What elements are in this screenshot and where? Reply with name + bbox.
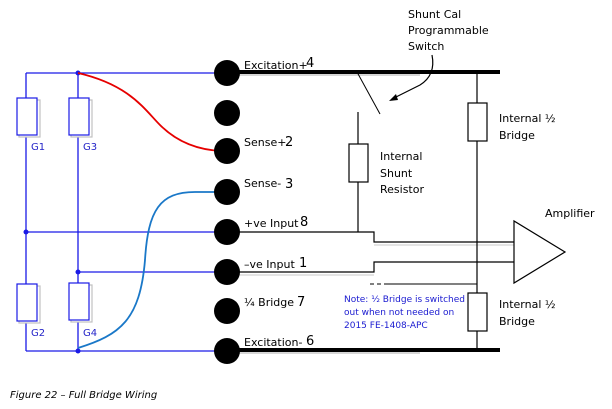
internal-shunt-resistor — [348, 143, 369, 183]
pin-number: 2 — [285, 135, 293, 150]
half-bridge-bottom-label: Internal ½ — [499, 298, 556, 311]
gauge-resistors — [16, 97, 93, 324]
gauge-label-g1: G1 — [31, 142, 45, 153]
pin-sense-minus — [214, 179, 240, 205]
half-bridge-bottom-label: Bridge — [499, 315, 535, 328]
switch-pointer-arrow — [391, 54, 434, 100]
pin-unused — [214, 100, 240, 126]
pin-plus-input — [214, 219, 240, 245]
shunt-resistor-label: Internal — [380, 150, 422, 163]
gauge-g1 — [16, 97, 38, 136]
gauge-g3 — [68, 97, 90, 136]
pin-label: +ve Input — [244, 217, 299, 230]
figure-caption: Figure 22 – Full Bridge Wiring — [10, 390, 157, 401]
shunt-switch-label: Shunt Cal — [408, 8, 461, 21]
pin-excitation-minus — [214, 338, 240, 364]
internal-half-bridge-bottom-resistor — [467, 292, 488, 332]
pin-label: Excitation- — [244, 336, 302, 349]
note-line: Note: ½ Bridge is switched — [344, 295, 465, 305]
connector-pins — [214, 60, 240, 364]
pin-label: Sense- — [244, 177, 281, 190]
pin-label: –ve Input — [244, 258, 295, 271]
pin-number: 1 — [299, 256, 307, 271]
junction-dot — [75, 269, 81, 275]
gauge-label-g4: G4 — [83, 328, 97, 339]
minus-input-line — [222, 261, 514, 273]
pin-excitation-plus — [214, 60, 240, 86]
gauge-label-g3: G3 — [83, 142, 97, 153]
pin-number: 7 — [297, 295, 305, 310]
pin-minus-input — [214, 259, 240, 285]
pin-number: 4 — [306, 56, 314, 71]
junctions — [23, 70, 81, 354]
arrow-head-icon — [389, 94, 398, 101]
junction-dot — [23, 229, 29, 235]
amplifier-label: Amplifier — [545, 207, 595, 220]
sense-minus-wire — [77, 191, 222, 349]
gauge-label-g2: G2 — [31, 328, 45, 339]
pin-number: 8 — [300, 215, 308, 230]
gauge-bridge — [25, 72, 222, 352]
shunt-resistor-label: Resistor — [380, 183, 424, 196]
instrument-circuit — [222, 54, 567, 354]
shunt-cal-switch — [356, 71, 381, 115]
shunt-switch-label: Switch — [408, 40, 444, 53]
gauge-g2 — [16, 283, 38, 322]
pin-quarter-bridge — [214, 298, 240, 324]
pin-number: 3 — [285, 177, 293, 192]
half-bridge-top-label: Bridge — [499, 129, 535, 142]
note-line: 2015 FE-1408-APC — [344, 321, 428, 331]
junction-dot — [75, 348, 81, 354]
pin-sense-plus — [214, 138, 240, 164]
shunt-resistor-label: Shunt — [380, 167, 413, 180]
pin-label: Sense+ — [244, 136, 286, 149]
internal-half-bridge-top-resistor — [467, 102, 488, 142]
pin-label: ¼ Bridge — [244, 296, 294, 309]
amplifier-symbol — [513, 219, 567, 285]
half-bridge-top-label: Internal ½ — [499, 112, 556, 125]
sense-plus-wire — [77, 72, 223, 152]
shunt-switch-label: Programmable — [408, 24, 489, 37]
pin-number: 6 — [306, 334, 314, 349]
plus-input-line — [222, 231, 514, 243]
note-line: out when not needed on — [344, 308, 454, 318]
gauge-g4 — [68, 282, 90, 321]
pin-label: Excitation+ — [244, 59, 308, 72]
